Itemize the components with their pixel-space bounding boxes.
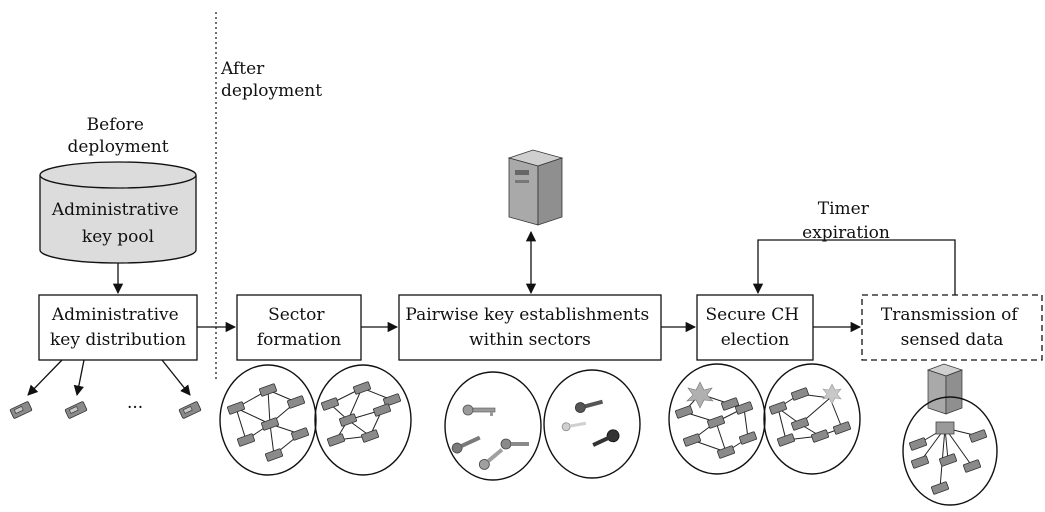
arrow-to-sensor-2 bbox=[73, 359, 85, 397]
sector-cluster-right bbox=[314, 364, 412, 476]
ch-cluster-left bbox=[668, 363, 766, 475]
key-icon bbox=[451, 435, 481, 454]
sector-formation-label: Sector formation bbox=[257, 305, 341, 350]
admin-key-distribution-box bbox=[38, 294, 198, 361]
admin-key-distribution-label: Administrative key distribution bbox=[50, 305, 186, 350]
key-icon bbox=[462, 404, 496, 416]
pairwise-key-label: Pairwise key establishments within secto… bbox=[405, 305, 654, 350]
key-pool-cylinder: Administrative key pool bbox=[39, 161, 197, 264]
key-pool-label: Administrative key pool bbox=[51, 200, 184, 247]
transmission-box bbox=[861, 294, 1043, 361]
before-deployment-label: Before deployment bbox=[67, 115, 168, 157]
transmission-cluster bbox=[902, 396, 998, 506]
sensor-node bbox=[178, 401, 202, 419]
sector-formation-box bbox=[236, 294, 362, 361]
pairwise-key-box bbox=[398, 294, 662, 361]
sensor-node bbox=[9, 401, 33, 419]
timer-expiration-label: Timer expiration bbox=[802, 199, 890, 243]
arrow-to-sensor-3 bbox=[161, 359, 191, 396]
transmission-server-icon bbox=[926, 363, 964, 415]
key-icon bbox=[592, 429, 620, 447]
ch-cluster-right bbox=[763, 363, 861, 475]
secure-ch-election-label: Secure CH election bbox=[705, 305, 804, 350]
pairwise-keys-cluster-left bbox=[444, 371, 542, 481]
key-icon bbox=[500, 438, 529, 450]
key-icon bbox=[574, 399, 604, 413]
sector-cluster-left bbox=[219, 364, 317, 476]
pairwise-keys-cluster-right bbox=[543, 369, 641, 479]
sensor-node bbox=[64, 401, 88, 419]
base-station-server-icon bbox=[507, 149, 564, 226]
timer-feedback-line bbox=[752, 239, 956, 295]
secure-ch-election-box bbox=[696, 294, 814, 361]
key-icon bbox=[561, 421, 587, 432]
after-deployment-label: After deployment bbox=[220, 59, 322, 101]
ellipsis: ··· bbox=[127, 398, 143, 418]
transmission-label: Transmission of sensed data bbox=[881, 305, 1023, 350]
arrow-to-sensor-1 bbox=[27, 359, 63, 396]
key-icon bbox=[478, 448, 504, 470]
